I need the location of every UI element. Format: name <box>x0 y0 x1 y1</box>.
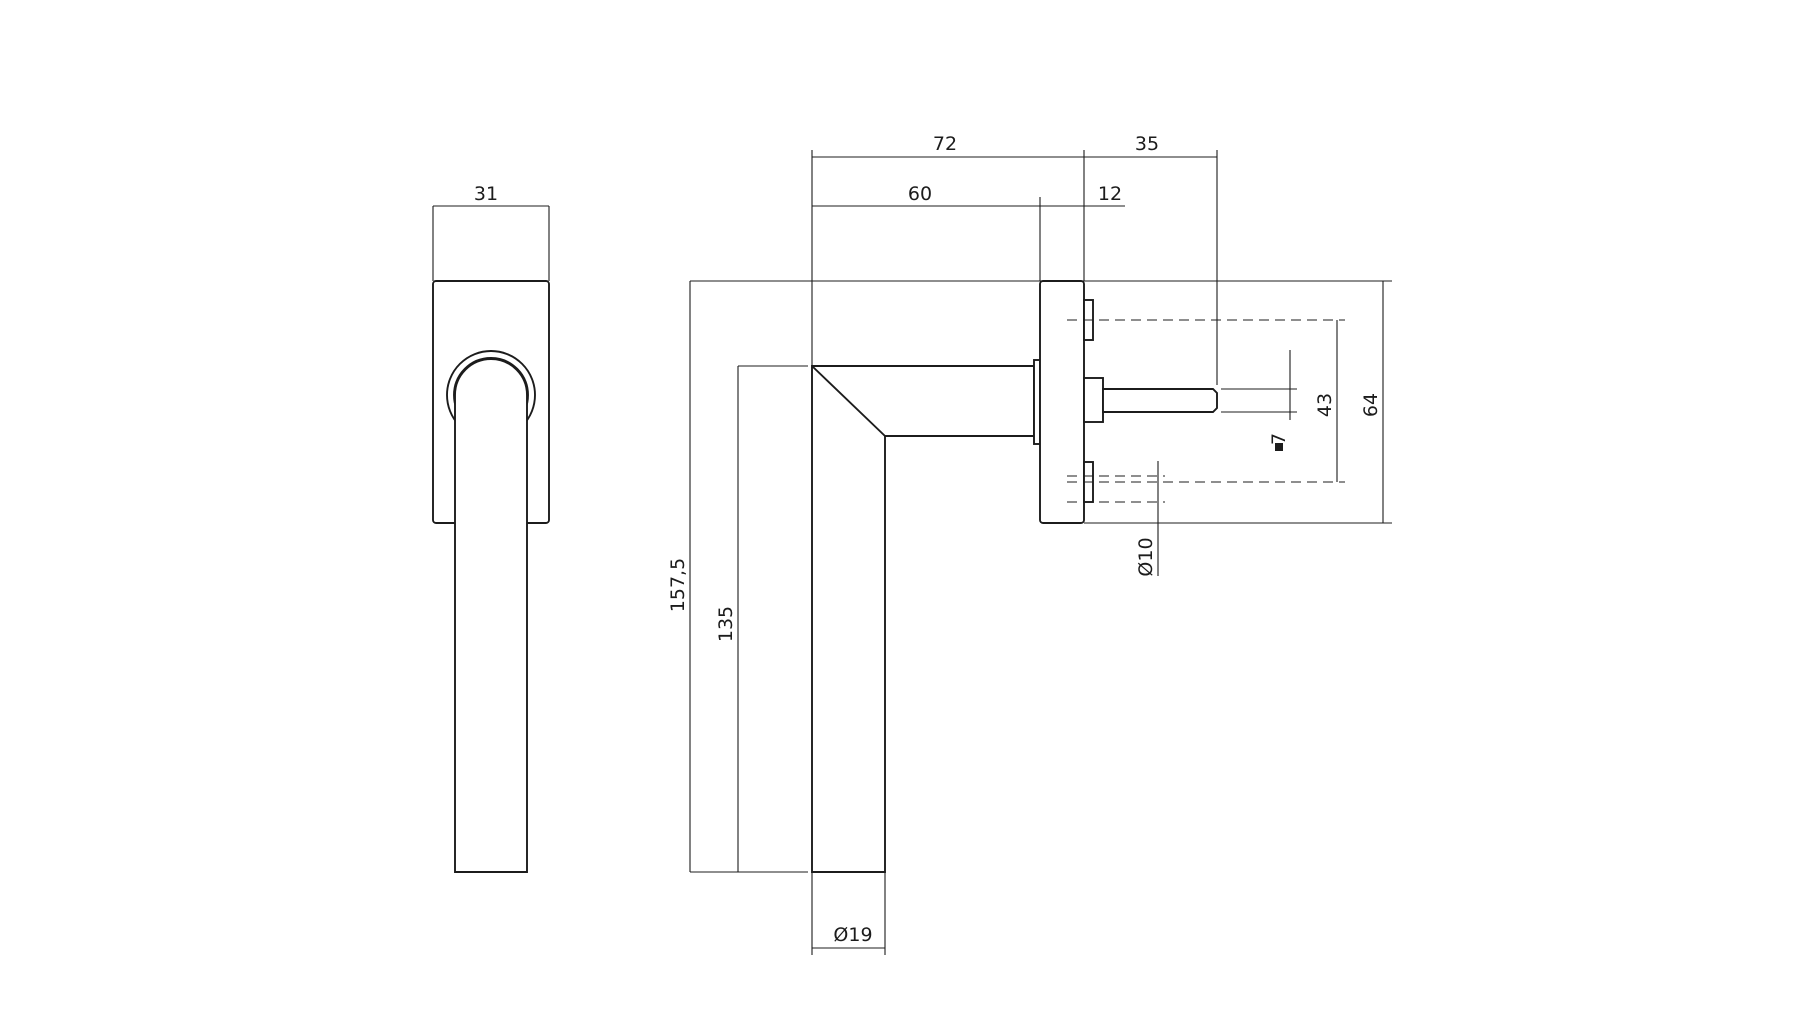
spindle-collar <box>1083 377 1104 423</box>
spindle-square-label: 7 <box>1268 433 1290 445</box>
spindle-length-dimension: 35 <box>1084 133 1218 385</box>
screw-spacing-label: 43 <box>1314 393 1336 417</box>
handle-reach-label: 60 <box>908 183 932 205</box>
overall-length-label: 72 <box>933 133 957 155</box>
rose-height-label: 64 <box>1360 393 1382 417</box>
grip-height-label: 135 <box>715 606 737 642</box>
overall-length-dimension: 72 <box>811 133 1085 366</box>
front-width-dimension: 31 <box>432 183 550 281</box>
side-rose-plate <box>1039 280 1085 524</box>
total-height-label: 157,5 <box>667 558 689 612</box>
spindle-length-label: 35 <box>1135 133 1159 155</box>
rose-thickness-label: 12 <box>1098 183 1122 205</box>
screw-spacing-dimension: 43 <box>1314 320 1338 482</box>
grip-diameter-label: Ø19 <box>833 924 872 946</box>
spindle-shaft <box>1102 388 1218 413</box>
total-height-dimension: 157,5 <box>667 281 691 872</box>
front-handle-grip <box>454 358 528 873</box>
square-symbol-icon <box>1275 443 1283 451</box>
grip-diameter-dimension: Ø19 <box>811 872 886 955</box>
rose-thickness-dimension: 12 <box>1040 183 1125 207</box>
rose-height-dimension: 64 <box>1360 281 1384 523</box>
side-view: 72 35 60 12 157,5 135 <box>667 133 1392 955</box>
handle-reach-dimension: 60 <box>812 183 1041 281</box>
side-handle-bend-line <box>811 365 886 437</box>
screw-diameter-label: Ø10 <box>1135 537 1157 576</box>
grip-height-dimension: 135 <box>715 366 739 872</box>
front-view: 31 <box>432 183 550 873</box>
spindle-square-dimension: 7 <box>1221 350 1297 451</box>
screw-diameter-dimension: Ø10 <box>1135 461 1159 577</box>
side-handle-lever <box>811 365 1035 873</box>
front-width-label: 31 <box>474 183 498 205</box>
